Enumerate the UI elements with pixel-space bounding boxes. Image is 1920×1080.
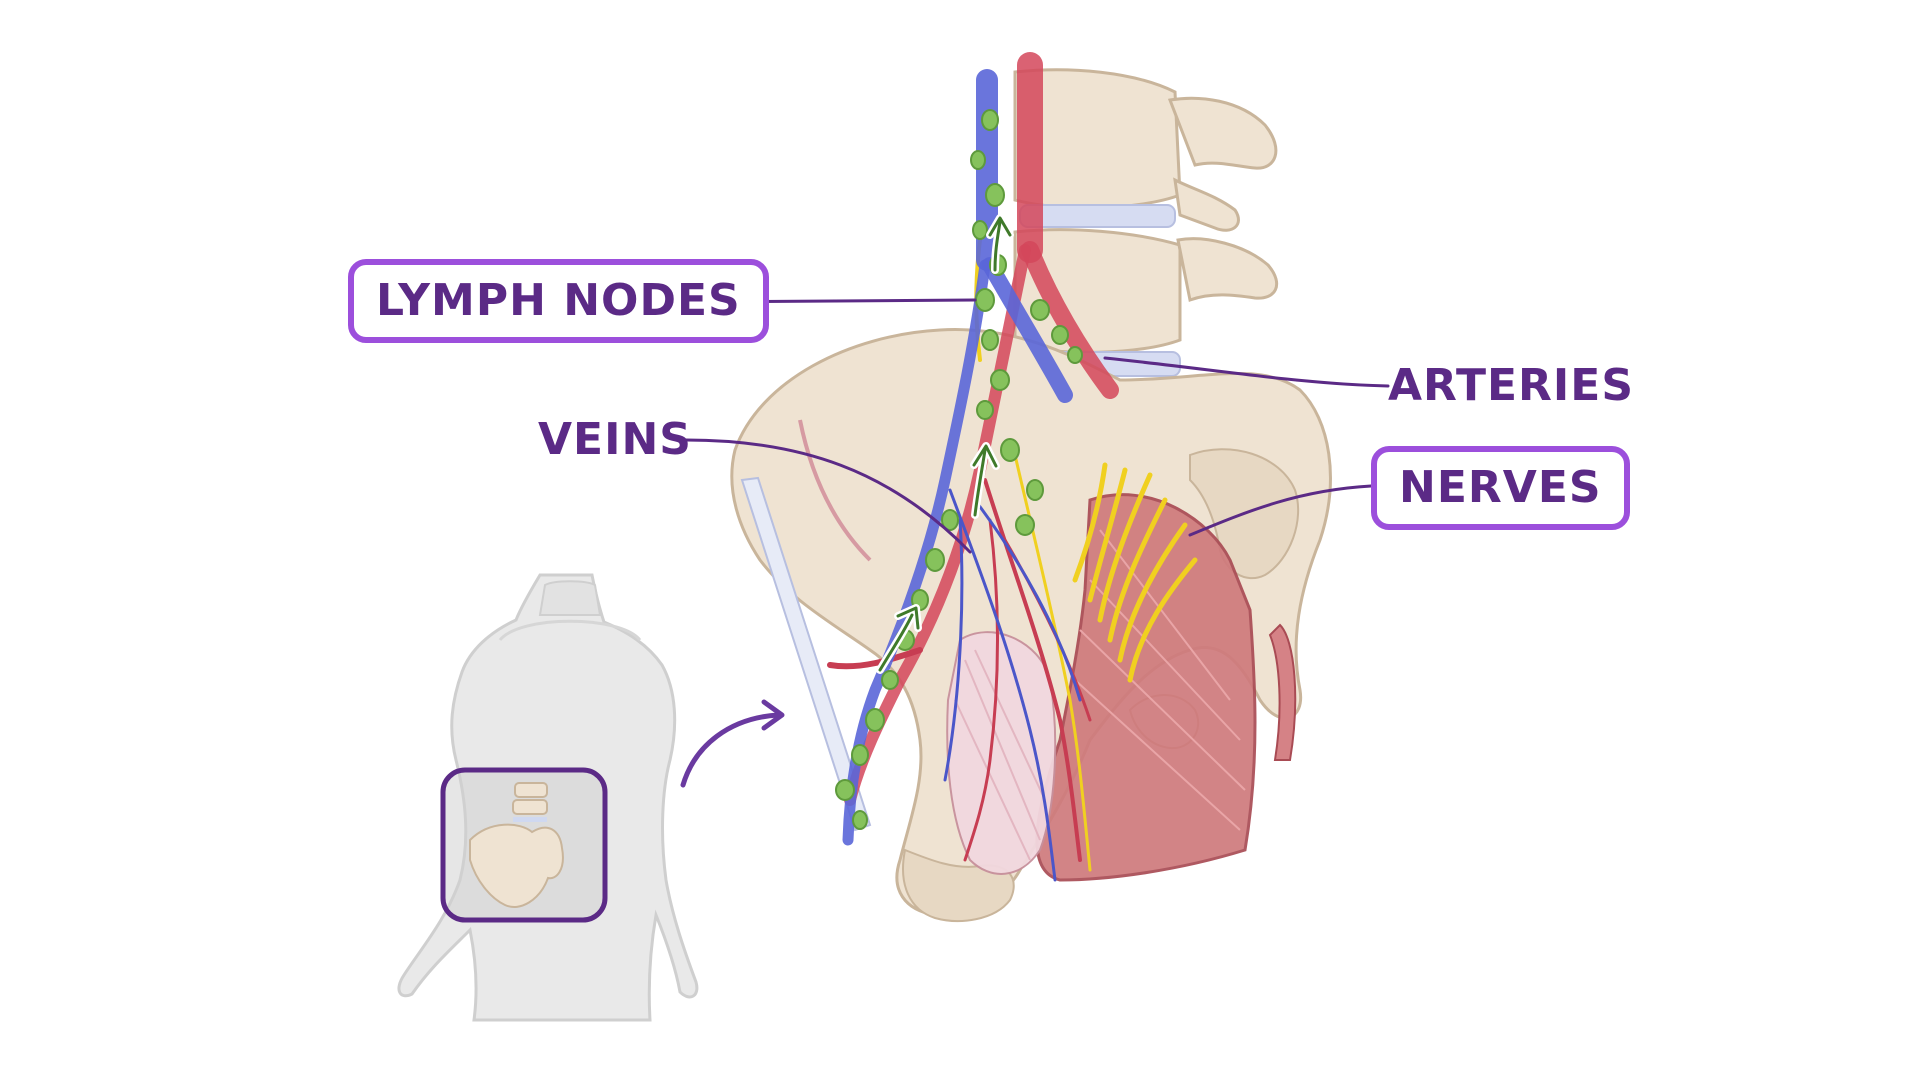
- lymph-flow-arrow-outline: [878, 216, 1012, 672]
- body-silhouette-inset: [397, 573, 699, 1022]
- lymph-nodes: [835, 109, 1083, 830]
- mini-pelvis-icon: [469, 782, 564, 908]
- inguinal-ligament: [740, 476, 872, 832]
- leader-line-veins: [684, 438, 972, 554]
- body-shoulders: [498, 619, 642, 642]
- label-nerves: NERVES: [1371, 446, 1630, 530]
- label-veins: VEINS: [538, 414, 692, 465]
- label-arteries: ARTERIES: [1388, 360, 1635, 411]
- label-lymph-nodes: LYMPH NODES: [348, 259, 769, 343]
- leader-line-nerves: [1188, 484, 1373, 537]
- common-iliac-artery-right: [1021, 241, 1119, 399]
- curved-arrow-icon: [680, 699, 785, 788]
- leader-line-arteries: [1103, 356, 1390, 388]
- pelvis-illustration: [730, 52, 1332, 922]
- body-neck: [538, 580, 602, 616]
